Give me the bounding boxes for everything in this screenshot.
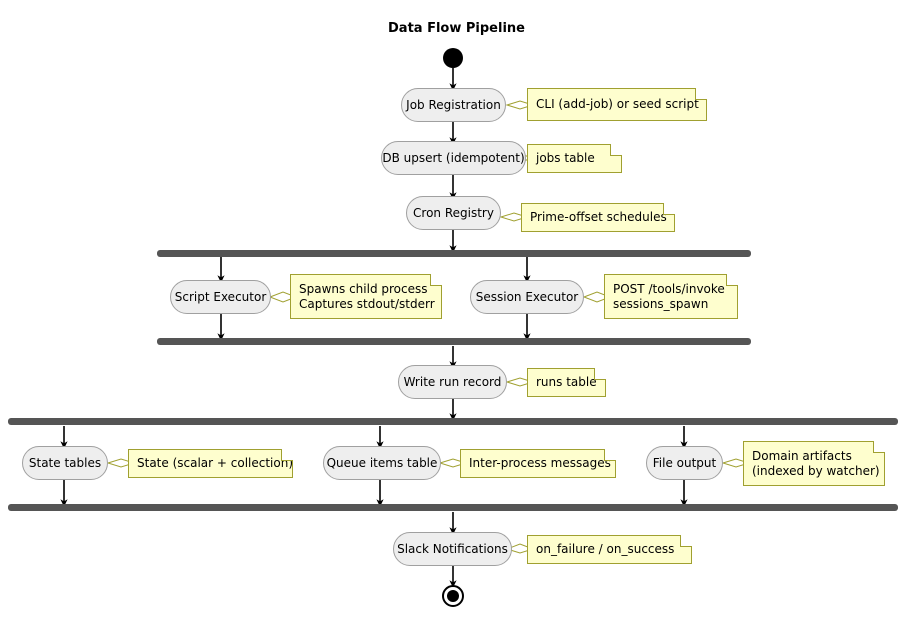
note-write-run-record: runs table <box>527 368 606 397</box>
activity-script-executor[interactable]: Script Executor <box>170 280 271 314</box>
note-text: State (scalar + collection) <box>137 456 294 470</box>
note-queue-items-table: Inter-process messages <box>460 449 616 478</box>
note-text: Spawns child process Captures stdout/std… <box>299 281 435 311</box>
fork-bar-outputs <box>8 418 898 425</box>
activity-slack-notifications[interactable]: Slack Notifications <box>393 532 512 566</box>
activity-label: Queue items table <box>326 456 438 470</box>
activity-label: Session Executor <box>475 290 579 304</box>
note-fold-corner-icon <box>610 144 622 156</box>
start-node <box>443 48 463 68</box>
note-fold-corner-icon <box>281 449 293 461</box>
activity-label: Script Executor <box>174 290 267 304</box>
activity-label: Job Registration <box>406 98 501 112</box>
activity-label: Write run record <box>403 375 502 389</box>
note-session-executor: POST /tools/invoke sessions_spawn <box>604 274 738 319</box>
note-fold-corner-icon <box>604 449 616 461</box>
note-fold-corner-icon <box>663 203 675 215</box>
note-fold-corner-icon <box>680 535 692 547</box>
note-file-output: Domain artifacts (indexed by watcher) <box>743 441 885 486</box>
note-text: on_failure / on_success <box>536 542 675 556</box>
end-node-inner-dot <box>447 590 459 602</box>
note-text: POST /tools/invoke sessions_spawn <box>613 281 725 311</box>
activity-label: DB upsert (idempotent) <box>382 151 525 165</box>
note-fold-corner-icon <box>873 441 885 453</box>
note-text: CLI (add-job) or seed script <box>536 97 699 111</box>
note-fold-corner-icon <box>430 274 442 286</box>
note-fold-corner-icon <box>726 274 738 286</box>
activity-session-executor[interactable]: Session Executor <box>470 280 584 314</box>
activity-queue-items-table[interactable]: Queue items table <box>323 446 441 480</box>
activity-label: Slack Notifications <box>397 542 508 556</box>
activity-state-tables[interactable]: State tables <box>22 446 108 480</box>
activity-file-output[interactable]: File output <box>646 446 723 480</box>
note-text: Prime-offset schedules <box>530 210 667 224</box>
join-bar-executors <box>157 338 751 345</box>
activity-label: State tables <box>28 456 102 470</box>
note-text: jobs table <box>536 151 595 165</box>
activity-cron-registry[interactable]: Cron Registry <box>406 196 501 230</box>
activity-write-run-record[interactable]: Write run record <box>398 365 507 399</box>
activity-label: Cron Registry <box>413 206 494 220</box>
note-text: Inter-process messages <box>469 456 611 470</box>
note-fold-corner-icon <box>594 368 606 380</box>
note-text: Domain artifacts (indexed by watcher) <box>752 448 880 478</box>
activity-label: File output <box>652 456 717 470</box>
fork-bar-executors <box>157 250 751 257</box>
note-slack-notifications: on_failure / on_success <box>527 535 692 564</box>
note-job-registration: CLI (add-job) or seed script <box>527 88 707 121</box>
page-title: Data Flow Pipeline <box>388 21 525 36</box>
activity-db-upsert[interactable]: DB upsert (idempotent) <box>381 141 526 175</box>
note-fold-corner-icon <box>695 88 707 100</box>
note-cron-registry: Prime-offset schedules <box>521 203 675 232</box>
note-db-upsert: jobs table <box>527 144 622 173</box>
note-state-tables: State (scalar + collection) <box>128 449 293 478</box>
activity-job-registration[interactable]: Job Registration <box>401 88 506 122</box>
join-bar-outputs <box>8 504 898 511</box>
note-script-executor: Spawns child process Captures stdout/std… <box>290 274 442 319</box>
note-text: runs table <box>536 375 597 389</box>
